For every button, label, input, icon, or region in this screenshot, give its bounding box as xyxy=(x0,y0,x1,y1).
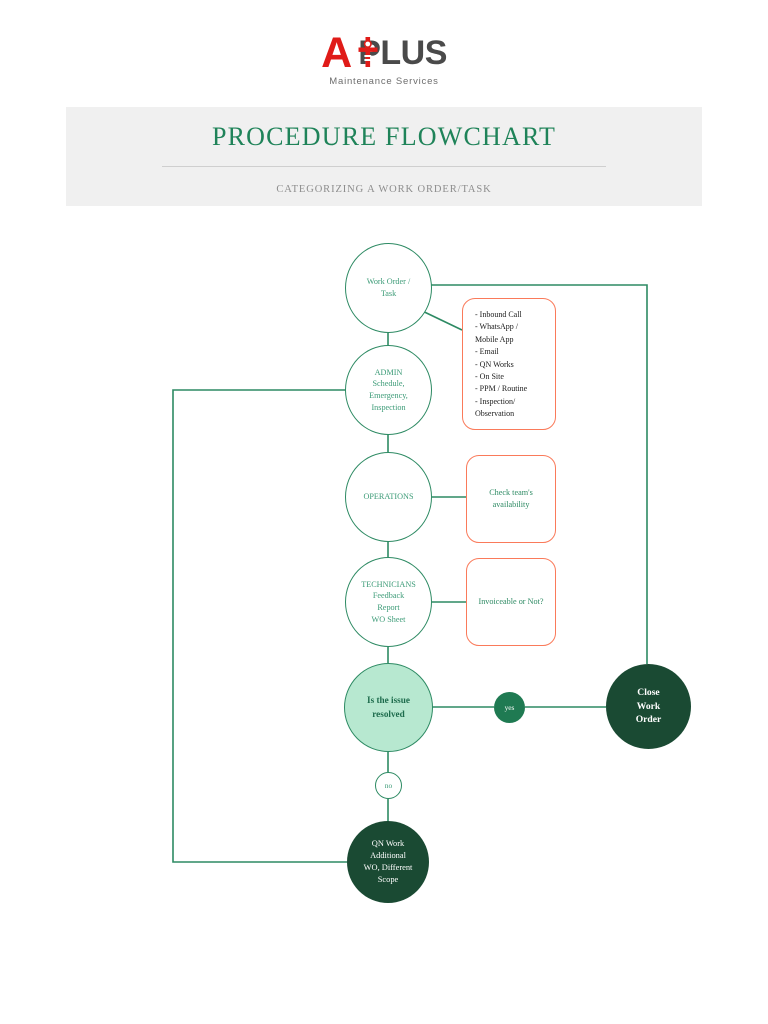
node-close-work-order[interactable]: Close Work Order xyxy=(606,664,691,749)
node-technicians[interactable]: TECHNICIANS Feedback Report WO Sheet xyxy=(345,557,432,647)
box-label: Invoiceable or Not? xyxy=(478,596,544,606)
node-label: Is the issue resolved xyxy=(367,695,410,719)
node-label: OPERATIONS xyxy=(363,492,414,502)
page-title: PROCEDURE FLOWCHART xyxy=(211,122,557,151)
header-banner: PROCEDURE FLOWCHART CATEGORIZING A WORK … xyxy=(66,107,702,206)
box-label: Check team's availability xyxy=(489,487,533,509)
title-divider xyxy=(162,166,606,167)
box-intake-channels[interactable]: - Inbound Call - WhatsApp / Mobile App -… xyxy=(462,298,556,430)
node-work-order-task[interactable]: Work Order / Task xyxy=(345,243,432,333)
logo-tagline: Maintenance Services xyxy=(329,76,439,87)
node-label: Close Work Order xyxy=(635,686,662,726)
branch-label-yes: yes xyxy=(494,692,525,723)
node-label: ADMIN Schedule, Emergency, Inspection xyxy=(369,367,408,412)
node-admin[interactable]: ADMIN Schedule, Emergency, Inspection xyxy=(345,345,432,435)
channel-list: - Inbound Call - WhatsApp / Mobile App -… xyxy=(475,310,528,419)
node-operations[interactable]: OPERATIONS xyxy=(345,452,432,542)
logo-letter-a: A xyxy=(321,28,352,77)
wrench-icon xyxy=(358,37,378,67)
node-label: Work Order / Task xyxy=(366,277,411,298)
page-subtitle: CATEGORIZING A WORK ORDER/TASK xyxy=(276,184,492,195)
branch-text: yes xyxy=(504,703,515,712)
branch-text: no xyxy=(384,781,393,790)
node-label: TECHNICIANS Feedback Report WO Sheet xyxy=(361,579,416,624)
company-logo: A PLUS Maintenance Services xyxy=(0,24,768,94)
node-label: QN Work Additional WO, Different Scope xyxy=(363,838,413,885)
logo-wordmark: A PLUS xyxy=(321,31,447,75)
box-invoiceable[interactable]: Invoiceable or Not? xyxy=(466,558,556,646)
box-check-availability[interactable]: Check team's availability xyxy=(466,455,556,543)
logo-word-plus: PLUS xyxy=(358,34,447,72)
node-decision-is-issue-resolved[interactable]: Is the issue resolved xyxy=(344,663,433,752)
branch-label-no: no xyxy=(375,772,402,799)
node-qn-work-additional[interactable]: QN Work Additional WO, Different Scope xyxy=(347,821,429,903)
